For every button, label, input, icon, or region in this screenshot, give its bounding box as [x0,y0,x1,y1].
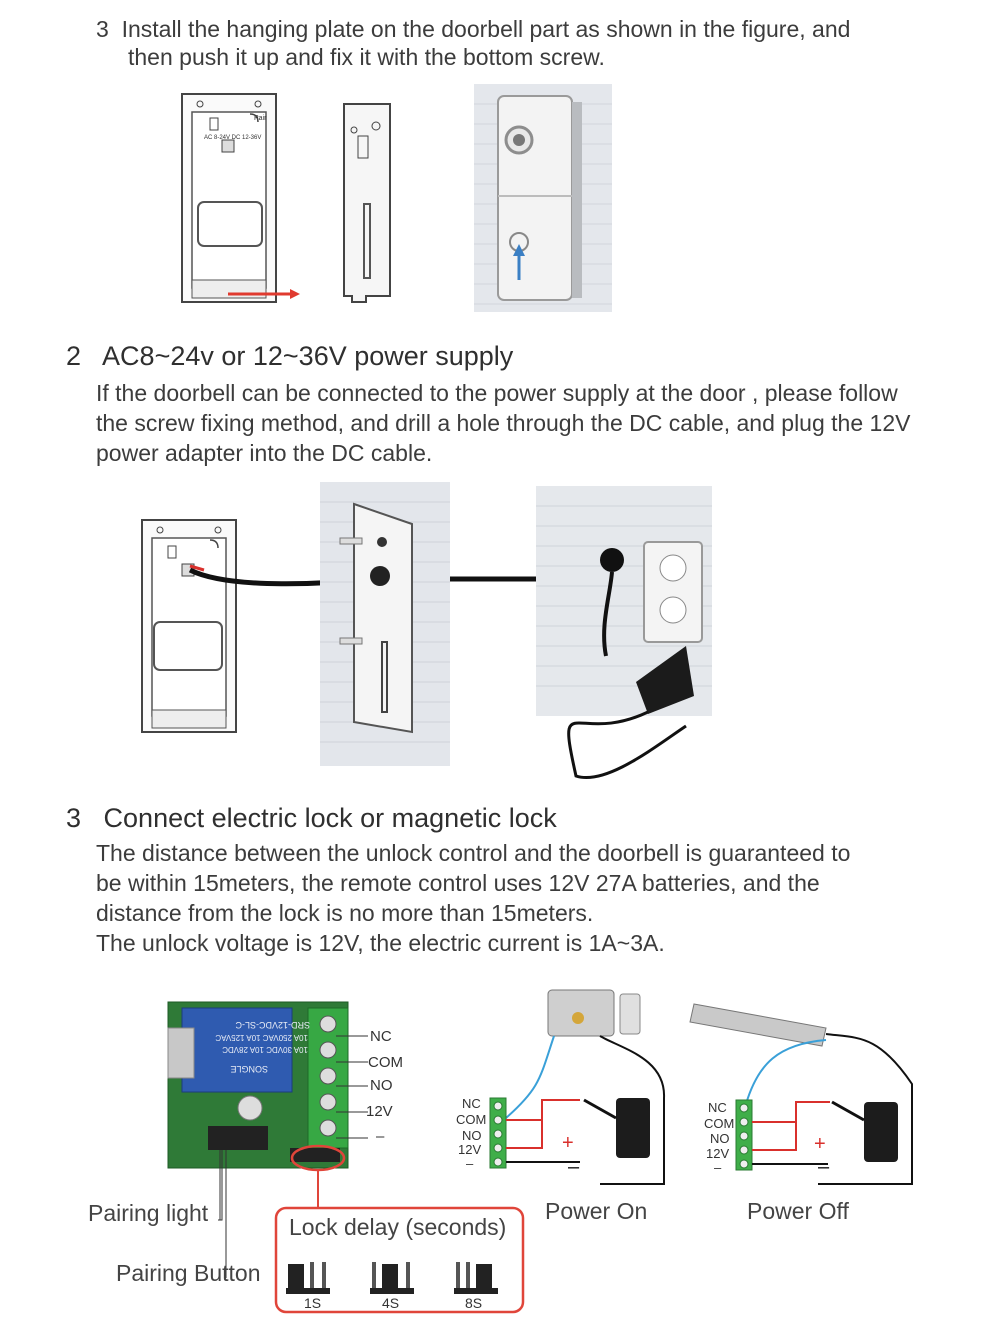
relay-terminal-nc: NC [370,1028,392,1045]
off-terminal-gnd: – [714,1160,722,1175]
relay-board-figure [167,1001,349,1169]
lock-delay-title: Lock delay (seconds) [289,1214,507,1240]
off-terminal-nc: NC [708,1100,727,1115]
hanging-plate-figure [343,103,391,303]
jumper-pins [286,1262,498,1294]
lock-line-4: The unlock voltage is 12V, the electric … [96,930,665,956]
lock-section-title: Connect electric lock or magnetic lock [103,803,557,833]
pairing-leaders [218,1144,525,1314]
mounted-doorbell-figure [474,84,612,312]
lock-section-heading: 3 Connect electric lock or magnetic lock [66,802,557,834]
on-terminal-nc: NC [462,1096,481,1111]
relay-rating-text-2: 10A 30VDC 10A 28VDC [222,1045,308,1054]
relay-terminal-no: NO [370,1077,393,1094]
relay-terminal-gnd: – [376,1128,385,1145]
lock-line-2: be within 15meters, the remote control u… [96,870,820,896]
power-section-title: AC8~24v or 12~36V power supply [102,341,514,371]
off-terminal-no: NO [710,1131,730,1146]
off-terminal-12v: 12V [706,1146,730,1161]
lock-line-3: distance from the lock is no more than 1… [96,900,594,926]
wall-plate-figure [320,482,450,766]
power-off-label: Power Off [747,1198,849,1224]
power-off-diagram [689,1003,913,1185]
power-line-3: power adapter into the DC cable. [96,440,433,466]
relay-model-text: SRD-12VDC-SL-C [235,1020,310,1030]
delay-8s-label: 8S [465,1295,483,1311]
off-plus-sign: + [814,1133,826,1155]
relay-terminal-com: COM [368,1054,403,1071]
lock-line-1: The distance between the unlock control … [96,840,851,866]
power-doorbell-back-figure [141,519,237,733]
device-ac-label: AC 8-24V DC 12-36V [204,135,262,141]
relay-brand-text: SONGLE [230,1064,268,1074]
off-terminal-com: COM [704,1116,735,1131]
on-terminal-12v: 12V [458,1142,482,1157]
on-terminal-com: COM [456,1112,487,1127]
delay-1s-label: 1S [304,1295,322,1311]
power-line-1: If the doorbell can be connected to the … [96,380,898,406]
power-section-number: 2 [66,341,82,371]
power-on-label: Power On [545,1198,648,1224]
pairing-light-label: Pairing light [88,1200,209,1226]
jumper-8s-icon [454,1262,498,1294]
jumper-4s-icon [370,1262,414,1294]
install-step-number: 3 [96,16,109,42]
install-step-line2: then push it up and fix it with the bott… [128,44,605,70]
relay-rating-text-1: 10A 250VAC 10A 125VAC [215,1033,308,1042]
install-step-line1: 3 Install the hanging plate on the doorb… [96,16,851,42]
power-line-2: the screw fixing method, and drill a hol… [96,410,911,436]
relay-terminal-leaders [336,1035,368,1139]
on-terminal-no: NO [462,1128,482,1143]
doorbell-back-figure [181,93,300,303]
power-on-diagram [489,989,666,1185]
on-terminal-gnd: – [466,1156,474,1171]
device-pair-label: Pair [254,115,267,122]
jumper-1s-icon [286,1262,330,1294]
on-minus-sign: – [568,1156,580,1178]
off-minus-sign: – [818,1156,830,1178]
power-section-heading: 2 AC8~24v or 12~36V power supply [66,340,513,372]
outlet-adapter-figure [536,486,712,779]
delay-4s-label: 4S [382,1295,400,1311]
pairing-button-label: Pairing Button [116,1260,261,1286]
on-plus-sign: + [562,1132,574,1154]
lock-section-number: 3 [66,803,82,833]
relay-terminal-12v: 12V [366,1103,393,1120]
